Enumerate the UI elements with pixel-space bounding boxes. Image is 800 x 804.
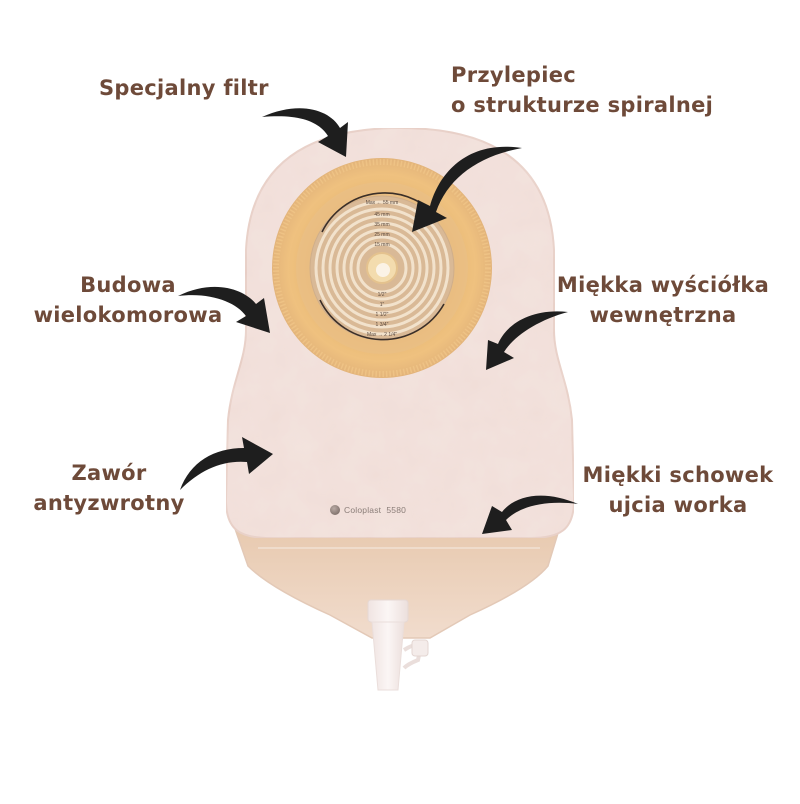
arrow-outlet-pocket-icon <box>482 495 578 534</box>
label-outlet-pocket: Miękki schowek ujcia worka <box>582 463 774 517</box>
spiral-cut-guide <box>309 192 455 341</box>
label-valve: Zawór antyzwrotny <box>33 461 185 515</box>
flange-markings: Max ← 55 mm 45 mm 35 mm 25 mm 15 mm 1/2"… <box>366 200 399 338</box>
brand-imprint: Coloplast 5580 <box>330 504 406 515</box>
pointer-arrows <box>178 108 578 534</box>
svg-text:1": 1" <box>380 302 385 308</box>
brand-logo-icon <box>330 504 340 515</box>
arrow-multichamber-icon <box>178 286 270 333</box>
label-adhesive: Przylepiec o strukturze spiralnej <box>451 63 714 117</box>
outlet-window <box>230 519 564 639</box>
svg-text:1/2": 1/2" <box>378 292 387 298</box>
svg-text:45 mm: 45 mm <box>374 212 389 218</box>
svg-text:Max → 2 1/4": Max → 2 1/4" <box>367 332 397 338</box>
arrow-valve-icon <box>180 437 273 490</box>
svg-text:25 mm: 25 mm <box>374 232 389 238</box>
label-multichamber: Budowa wielokomorowa <box>33 273 223 327</box>
svg-text:15 mm: 15 mm <box>374 242 389 248</box>
arrow-adhesive-icon <box>412 146 522 232</box>
label-lining: Miękka wyściółka wewnętrzna <box>556 273 770 327</box>
arrow-lining-icon <box>486 311 568 370</box>
drain-tap <box>367 599 429 691</box>
svg-text:Max ← 55 mm: Max ← 55 mm <box>366 200 399 206</box>
svg-text:1 3/4": 1 3/4" <box>376 322 389 328</box>
svg-text:35 mm: 35 mm <box>374 222 389 228</box>
label-filter: Specjalny filtr <box>99 76 269 100</box>
arrow-filter-icon <box>262 108 348 157</box>
svg-text:1 1/2": 1 1/2" <box>376 312 389 318</box>
